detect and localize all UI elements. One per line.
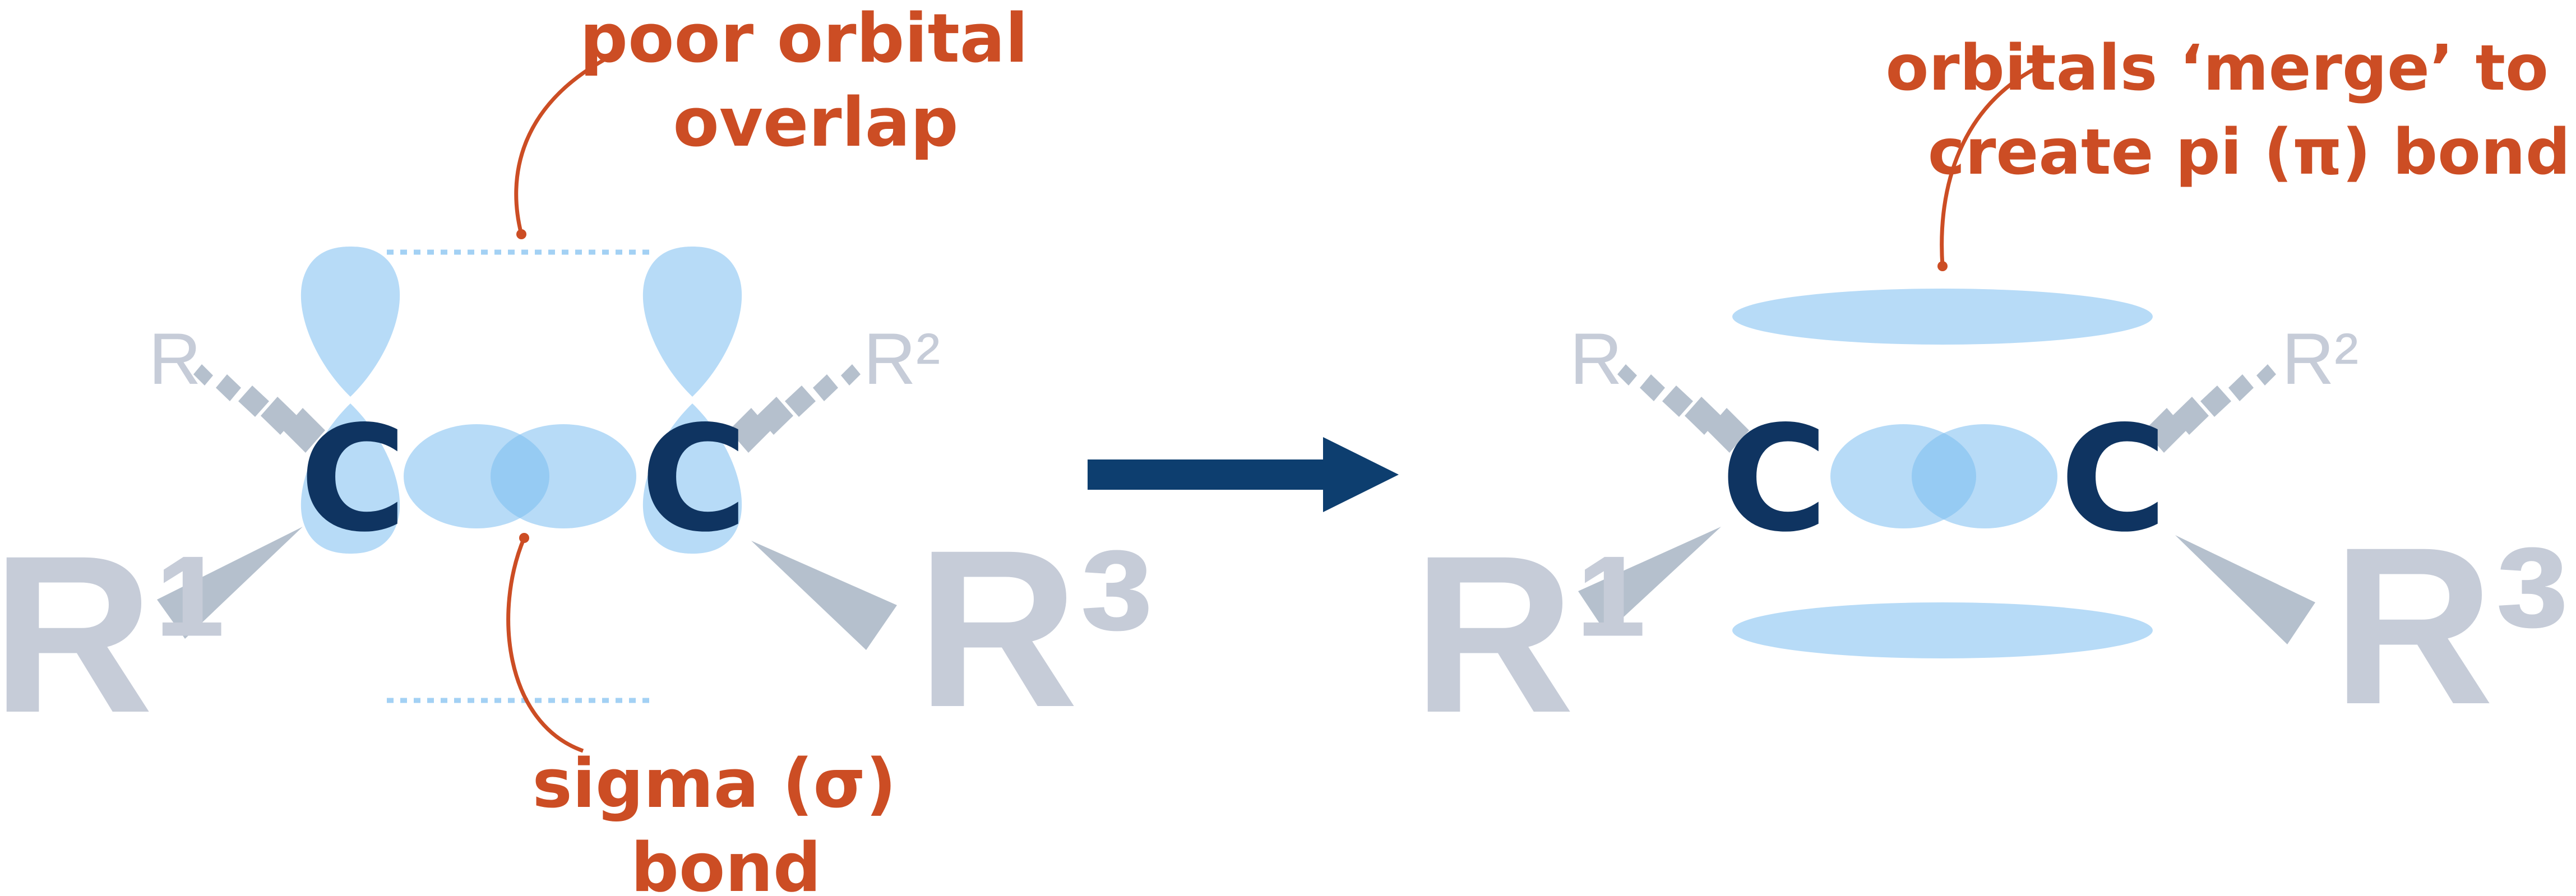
p-orbital-lobe-left-bottom — [300, 403, 400, 554]
annotation-poor-overlap-line-1: poor orbital — [580, 0, 1028, 78]
carbon-atom-right: C — [2060, 395, 2167, 564]
p-orbital-lobe-left-top — [300, 247, 400, 397]
p-orbital-lobe-right-bottom — [642, 403, 742, 554]
annotation-poor-orbital-overlap: poor orbital overlap — [580, 0, 1052, 162]
carbon-atom-right: C — [641, 395, 748, 564]
substituent-r1-bottom-left: R¹ — [0, 509, 228, 759]
sigma-orbital-lobe-right — [491, 424, 636, 528]
hashed-wedge-right-top — [729, 364, 861, 453]
annotation-poor-overlap-line-2: overlap — [673, 84, 958, 162]
reaction-arrow — [1088, 437, 1399, 512]
substituent-r-top-left: R — [149, 318, 201, 400]
leader-dot-poor-overlap — [516, 229, 526, 239]
right-structure: C C R R² R¹ R³ orbitals ‘merge’ to creat… — [1413, 32, 2570, 759]
leader-dot-sigma-bond — [519, 533, 529, 543]
solid-wedge-right-bottom — [2175, 535, 2315, 644]
annotation-sigma-bond-line-2: bond — [631, 829, 821, 896]
solid-wedge-right-bottom — [751, 541, 897, 650]
carbon-atom-left: C — [1721, 395, 1828, 564]
substituent-r2-top-right: R² — [2282, 318, 2358, 400]
hashed-wedge-left-top — [193, 364, 325, 453]
substituent-r3-bottom-right: R³ — [2332, 500, 2569, 751]
pi-bond-lobe-bottom — [1732, 602, 2153, 658]
solid-wedge-left-bottom — [1578, 527, 1721, 633]
pi-bond-lobe-top — [1732, 289, 2153, 345]
substituent-r3-bottom-right: R³ — [917, 503, 1153, 754]
leader-sigma-bond — [506, 537, 584, 753]
reaction-arrow-shaft — [1088, 459, 1334, 490]
hashed-wedge-left-top — [1617, 364, 1749, 453]
p-orbital-lobe-right-top — [642, 247, 742, 397]
sigma-orbital-lobe-right — [1912, 424, 2057, 528]
leader-dot-pi-bond — [1937, 261, 1948, 271]
carbon-atom-left: C — [300, 395, 407, 564]
hashed-wedge-right-top — [2144, 364, 2276, 453]
annotation-orbitals-merge-line-1: orbitals ‘merge’ to — [1885, 32, 2549, 105]
annotation-sigma-bond: sigma (σ) bond — [532, 745, 919, 896]
leader-poor-overlap — [514, 48, 623, 235]
annotation-orbitals-merge: orbitals ‘merge’ to create pi (π) bond — [1885, 32, 2570, 189]
annotation-orbitals-merge-line-2: create pi (π) bond — [1928, 116, 2570, 189]
left-structure: C C R R² R¹ R³ poor orbital overlap sigm… — [0, 0, 1153, 896]
annotation-sigma-bond-line-1: sigma (σ) — [532, 745, 896, 823]
substituent-r1-bottom-left: R¹ — [1413, 509, 1649, 759]
leader-pi-bond — [1940, 65, 2039, 267]
reaction-arrow-head — [1323, 437, 1399, 512]
substituent-r-top-left: R — [1570, 318, 1622, 400]
substituent-r2-top-right: R² — [863, 318, 940, 400]
solid-wedge-left-bottom — [157, 527, 303, 639]
